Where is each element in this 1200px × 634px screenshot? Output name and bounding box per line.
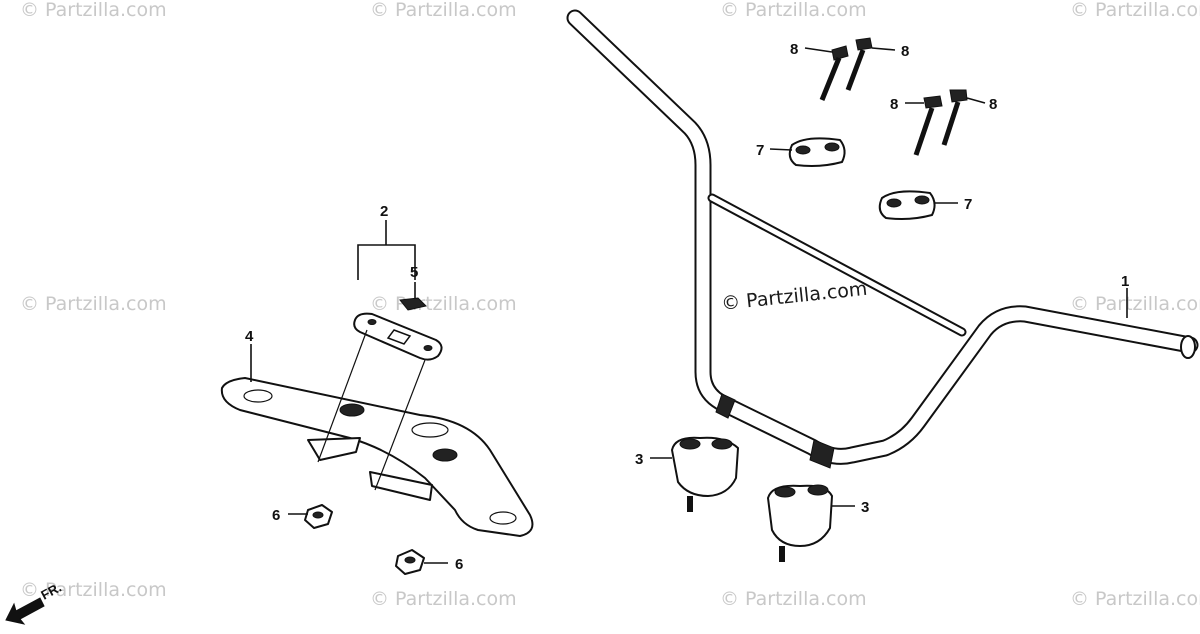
bolt	[941, 89, 968, 146]
top-bridge	[220, 377, 534, 537]
watermark: © Partzilla.com	[20, 579, 167, 601]
callout-7: 7	[756, 142, 764, 159]
callout-6: 6	[455, 556, 463, 573]
watermark: © Partzilla.com	[1070, 588, 1200, 610]
lock-plate	[399, 297, 427, 311]
leader-lines	[250, 47, 1128, 564]
upper-holder	[788, 137, 846, 167]
callout-3: 3	[635, 451, 643, 468]
callout-7: 7	[964, 196, 972, 213]
knurl	[715, 393, 736, 419]
watermark: © Partzilla.com	[370, 588, 517, 610]
nut	[304, 504, 333, 529]
watermark: © Partzilla.com	[20, 0, 167, 21]
washer-plate	[353, 312, 443, 361]
callout-4: 4	[245, 328, 254, 345]
callout-8: 8	[790, 41, 798, 58]
callout-5: 5	[410, 264, 418, 281]
watermark: © Partzilla.com	[1070, 293, 1200, 315]
callout-8: 8	[890, 96, 898, 113]
upper-holder	[878, 190, 936, 220]
handlebar-tube	[566, 9, 1199, 465]
watermark: © Partzilla.com	[370, 293, 517, 315]
riser	[767, 484, 833, 562]
watermark: © Partzilla.com	[720, 0, 867, 21]
watermark: © Partzilla.com	[720, 588, 867, 610]
callout-8: 8	[901, 43, 909, 60]
riser	[671, 436, 739, 512]
watermark: © Partzilla.com	[1070, 0, 1200, 21]
bar-end	[1180, 335, 1196, 359]
watermark-layer: © Partzilla.com © Partzilla.com © Partzi…	[20, 0, 1200, 610]
front-direction-arrow-icon	[5, 597, 45, 625]
watermark: © Partzilla.com	[370, 0, 517, 21]
callout-3: 3	[861, 499, 869, 516]
callout-6: 6	[272, 507, 280, 524]
watermark: © Partzilla.com	[20, 293, 167, 315]
nut	[395, 549, 425, 575]
callout-8: 8	[989, 96, 997, 113]
bolt	[913, 95, 943, 156]
callout-2: 2	[380, 203, 388, 220]
knurl	[809, 439, 835, 469]
handlebar	[566, 9, 1199, 469]
bolt	[845, 37, 873, 91]
callout-1: 1	[1121, 273, 1129, 290]
watermark-main: © Partzilla.com	[720, 278, 868, 315]
bolt	[819, 45, 849, 101]
